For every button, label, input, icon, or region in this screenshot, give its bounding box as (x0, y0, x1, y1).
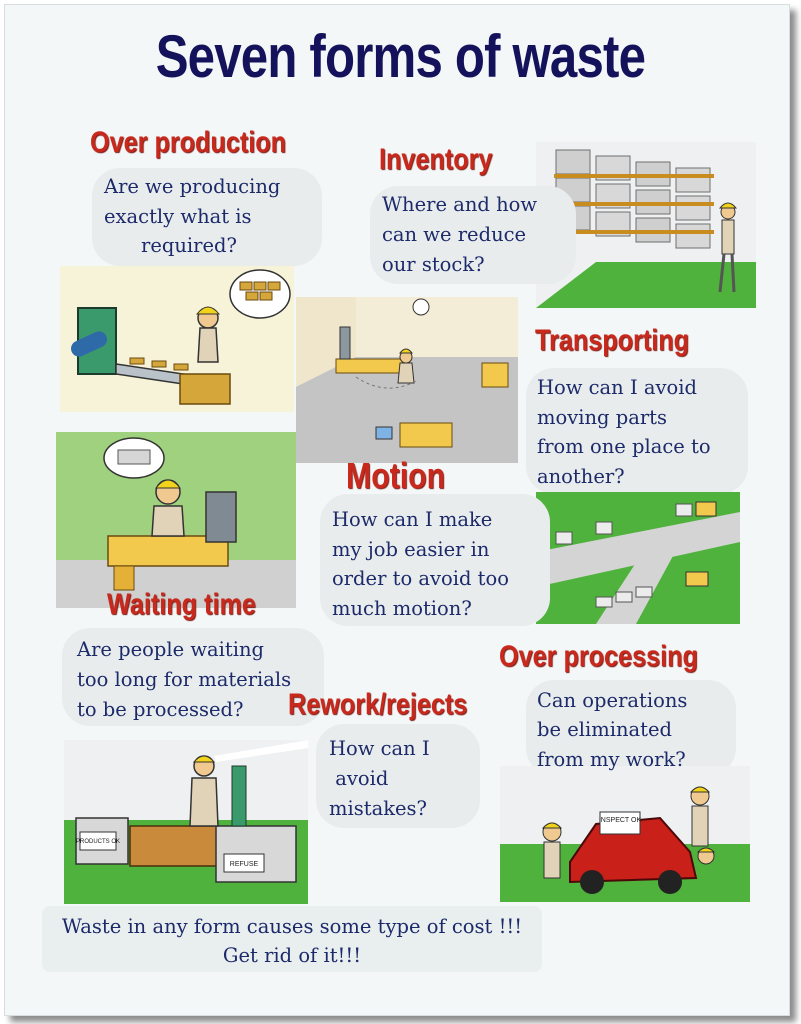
transporting-question-line-2: moving parts (537, 406, 667, 429)
motion-illustration (296, 297, 518, 463)
overprocessing-question-line-1: Can operations (537, 689, 688, 712)
inventory-question-line-1: Where and how (382, 193, 538, 216)
inventory-illustration (536, 142, 756, 308)
waiting-time-illustration (56, 432, 296, 608)
rework-rejects-question-line-2: avoid (329, 767, 389, 790)
overprocessing-question-line-3: from my work? (537, 748, 686, 771)
motion-question-line-4: much motion? (332, 597, 472, 620)
waiting-time-question-bubble (62, 628, 324, 726)
inventory-question-line-2: can we reduce (382, 223, 527, 246)
transporting-question-bubble (526, 368, 748, 494)
rework-rejects-question-bubble (316, 724, 480, 828)
transporting-heading: Transporting (535, 324, 690, 357)
poster-title: Seven forms of waste (155, 23, 646, 90)
inventory-question-bubble (370, 186, 576, 284)
transporting-question-line-3: from one place to (537, 435, 711, 458)
inspect-ok-sign: INSPECT OK (599, 817, 642, 824)
rework-rejects-question-line-1: How can I (329, 737, 430, 760)
footer-box (42, 906, 542, 972)
overproduction-illustration (60, 266, 294, 412)
motion-question-line-1: How can I make (332, 508, 493, 531)
inventory-heading: Inventory (379, 143, 493, 176)
waiting-time-question-line-2: too long for materials (77, 668, 292, 691)
motion-question-bubble (320, 494, 550, 626)
overproduction-question-bubble (92, 168, 322, 266)
overprocessing-heading: Over processing (499, 640, 698, 673)
rework-rejects-illustration: PRODUCTS OK REFUSE (64, 740, 308, 904)
rework-rejects-heading: Rework/rejects (288, 688, 468, 721)
rework-rejects-question-line-3: mistakes? (329, 797, 428, 820)
refuse-box-label: REFUSE (230, 861, 259, 868)
inventory-question-line-3: our stock? (382, 253, 485, 276)
overproduction-question-line-3: required? (141, 234, 237, 257)
transporting-question-line-1: How can I avoid (537, 376, 697, 399)
transporting-illustration (536, 492, 740, 624)
motion-question-line-2: my job easier in (332, 538, 490, 561)
overproduction-heading: Over production (90, 126, 287, 159)
footer-line-1: Waste in any form causes some type of co… (61, 915, 523, 938)
overproduction-question-line-2: exactly what is (104, 205, 252, 228)
waiting-time-heading: Waiting time (107, 588, 256, 621)
overprocessing-illustration: INSPECT OK (500, 766, 750, 902)
overprocessing-question-line-2: be eliminated (537, 718, 673, 741)
overprocessing-question-bubble (526, 680, 736, 776)
overproduction-question-line-1: Are we producing (104, 175, 281, 198)
footer-line-2: Get rid of it!!! (222, 944, 362, 967)
products-ok-box-label: PRODUCTS OK (76, 839, 120, 845)
waiting-time-question-line-3: to be processed? (77, 698, 244, 721)
transporting-question-line-4: another? (537, 465, 625, 488)
waiting-time-question-line-1: Are people waiting (77, 638, 265, 661)
motion-heading: Motion (346, 455, 446, 496)
motion-question-line-3: order to avoid too (332, 567, 509, 590)
